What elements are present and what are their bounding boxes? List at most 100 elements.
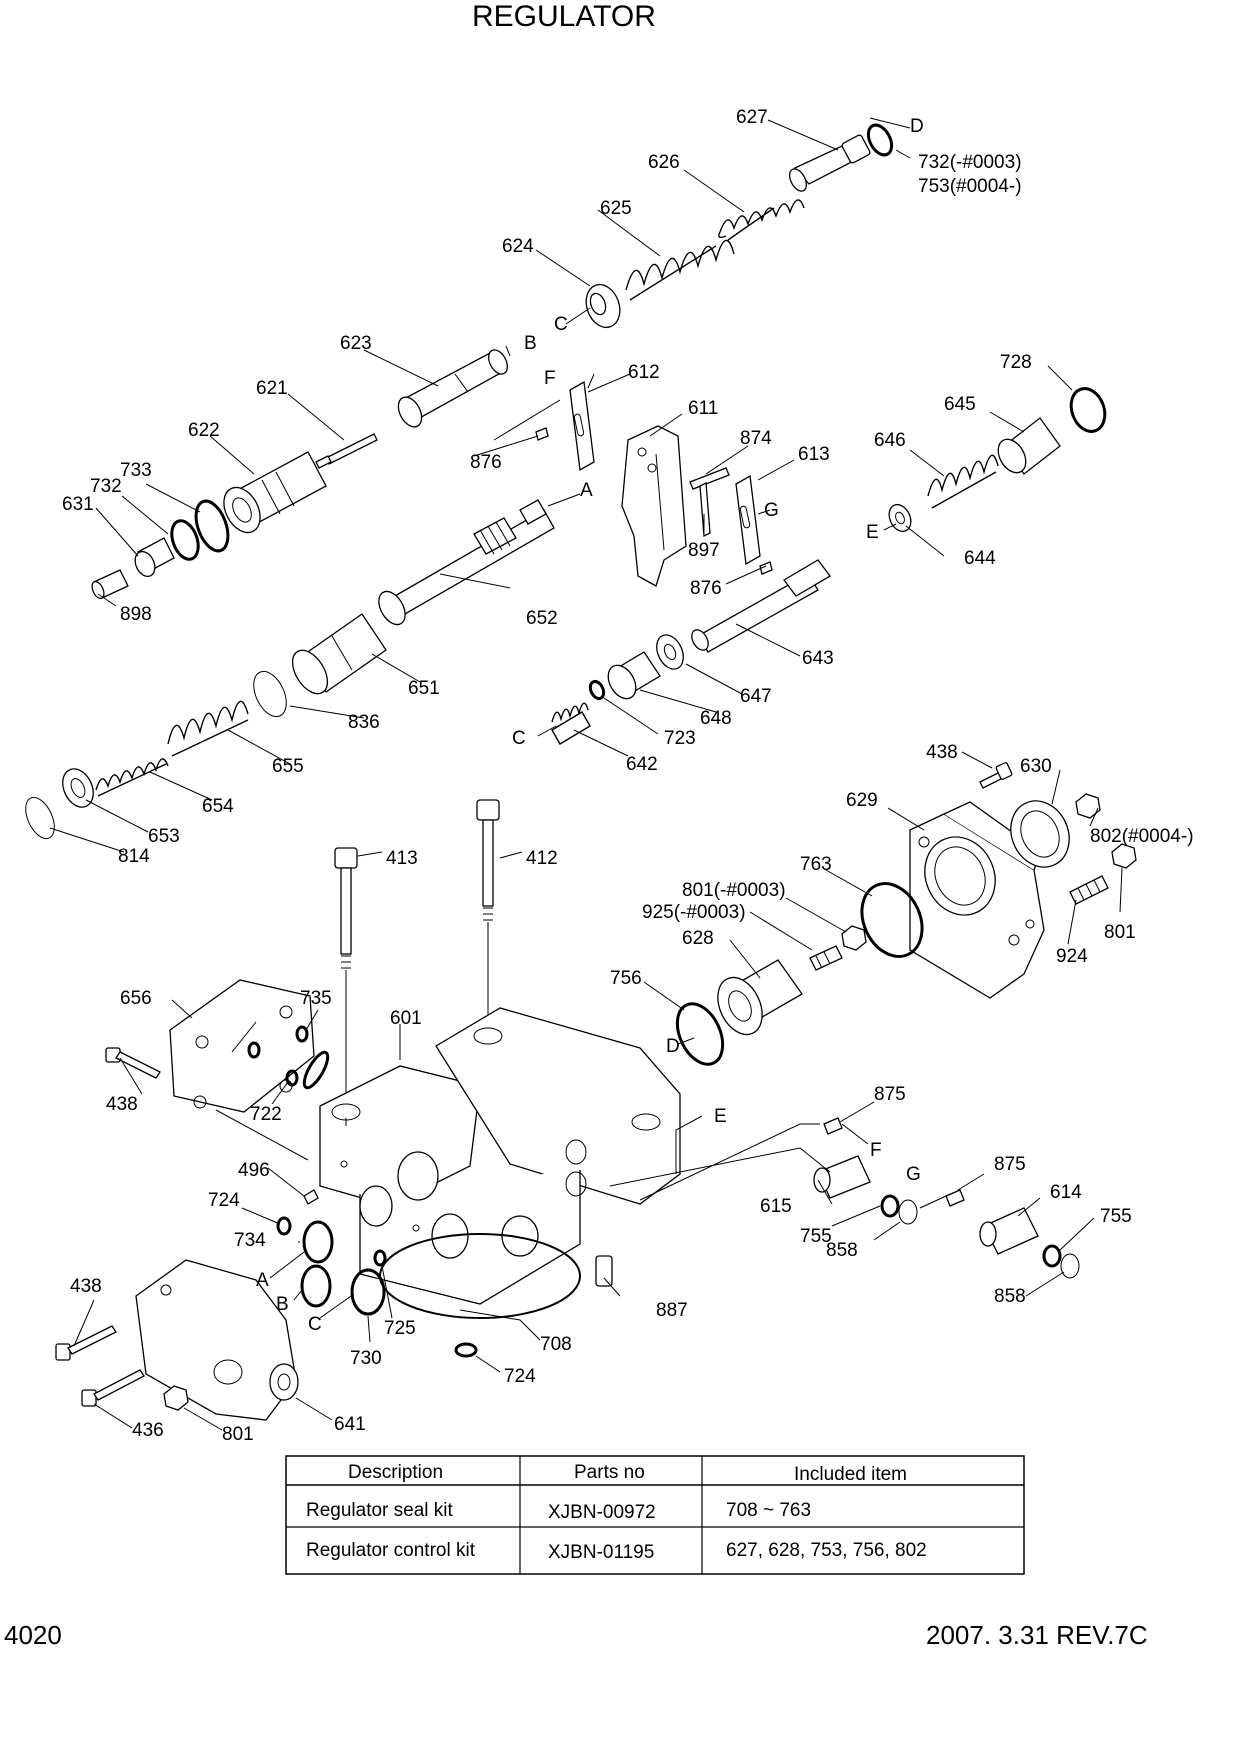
part-412-bolt (476, 799, 500, 921)
part-641-cover (135, 1259, 299, 1421)
table-header-description: Description (348, 1462, 443, 1483)
leader-lines (49, 117, 1123, 1431)
part-642-spring (551, 702, 591, 745)
label-654: 654 (202, 796, 234, 817)
label-732: 732 (90, 476, 122, 497)
label-652: 652 (526, 608, 558, 629)
part-876-pin-b (759, 561, 773, 575)
label-725: 725 (384, 1318, 416, 1339)
part-651-sleeve (291, 613, 387, 695)
part-613-lever (735, 474, 761, 566)
o-ring-b (300, 1264, 332, 1308)
spring-625 (625, 239, 735, 301)
label-644: 644 (964, 548, 996, 569)
o-ring-656a (247, 1041, 261, 1059)
table-row-2-parts-no: XJBN-01195 (548, 1542, 654, 1563)
page-number: 4020 (4, 1620, 62, 1650)
part-647-ring (656, 634, 684, 670)
label-B-bottom: B (276, 1294, 289, 1315)
label-656: 656 (120, 988, 152, 1009)
label-728: 728 (1000, 352, 1032, 373)
label-643: 643 (802, 648, 834, 669)
table-header-included-item: Included item (794, 1464, 907, 1485)
label-647: 647 (740, 686, 772, 707)
label-641: 641 (334, 1414, 366, 1435)
spring-655 (167, 700, 249, 757)
part-802-nut (1075, 793, 1101, 819)
part-629-cover (909, 801, 1045, 999)
spring-654 (95, 758, 169, 797)
part-898-pin (91, 569, 129, 600)
label-F-top: F (544, 368, 556, 389)
part-438-bolt-left (105, 1047, 161, 1079)
table-row-1-parts-no: XJBN-00972 (548, 1502, 656, 1523)
label-874: 874 (740, 428, 772, 449)
label-858-b: 858 (994, 1286, 1026, 1307)
label-753: 753(#0004-) (918, 176, 1022, 197)
o-ring-722 (285, 1069, 299, 1087)
o-ring-732-753 (866, 123, 894, 157)
part-601-housing (319, 1007, 681, 1305)
label-897: 897 (688, 540, 720, 561)
part-611-lever (621, 425, 687, 587)
label-630: 630 (1020, 756, 1052, 777)
o-ring-728 (1069, 387, 1107, 433)
part-627-plug (788, 134, 871, 192)
table-row-2-included: 627, 628, 753, 756, 802 (726, 1540, 927, 1561)
part-801-nut-mid (841, 925, 867, 951)
part-645-plug (997, 417, 1061, 475)
label-625: 625 (600, 198, 632, 219)
label-876-a: 876 (470, 452, 502, 473)
label-802: 802(#0004-) (1090, 826, 1194, 847)
o-ring-724-bottom (454, 1342, 478, 1358)
label-612: 612 (628, 362, 660, 383)
label-438-top: 438 (926, 742, 958, 763)
part-801-nut-bottom (163, 1385, 189, 1411)
label-438-left: 438 (106, 1094, 138, 1115)
label-624: 624 (502, 236, 534, 257)
snap-ring-814 (25, 796, 55, 840)
part-897-pin (699, 481, 711, 538)
revision-stamp: 2007. 3.31 REV.7C (926, 1620, 1148, 1650)
label-C-mid: C (512, 728, 526, 749)
label-925: 925(-#0003) (642, 902, 746, 923)
o-ring-725 (373, 1249, 387, 1267)
part-643-pilot-piston (691, 559, 831, 653)
part-615-plug (813, 1155, 871, 1199)
snap-ring-858-a (898, 1199, 918, 1225)
label-734: 734 (234, 1230, 266, 1251)
part-number-labels: 627 D 732(-#0003) 753(#0004-) 626 625 62… (62, 107, 1194, 1445)
part-628-sleeve (717, 959, 803, 1036)
label-646: 646 (874, 430, 906, 451)
part-621-pin (315, 433, 378, 469)
label-438-bottom: 438 (70, 1276, 102, 1297)
o-ring-734 (302, 1220, 334, 1264)
label-875-b: 875 (994, 1154, 1026, 1175)
o-ring-724-left (276, 1216, 292, 1236)
label-A-top: A (580, 480, 593, 501)
label-724-left: 724 (208, 1190, 240, 1211)
label-801-right: 801 (1104, 922, 1136, 943)
label-611: 611 (688, 398, 718, 419)
label-730: 730 (350, 1348, 382, 1369)
label-622: 622 (188, 420, 220, 441)
part-876-pin-a (535, 427, 549, 441)
part-887-pin (595, 1255, 613, 1287)
o-ring-723 (588, 679, 606, 701)
label-732-753: 732(-#0003) (918, 152, 1022, 173)
label-413: 413 (386, 848, 418, 869)
label-E-top: E (866, 522, 879, 543)
label-648: 648 (700, 708, 732, 729)
label-653: 653 (148, 826, 180, 847)
part-624-seat (585, 283, 621, 329)
o-ring-755-a (880, 1194, 900, 1218)
label-645: 645 (944, 394, 976, 415)
label-755-a: 755 (800, 1226, 832, 1247)
table-row-1-included: 708 ~ 763 (726, 1500, 811, 1521)
label-B-top: B (524, 333, 537, 354)
part-614-plug (979, 1207, 1039, 1255)
table-row-1-description: Regulator seal kit (306, 1500, 454, 1521)
spring-646 (927, 454, 999, 509)
label-722: 722 (250, 1104, 282, 1125)
part-653-seat (62, 768, 94, 808)
